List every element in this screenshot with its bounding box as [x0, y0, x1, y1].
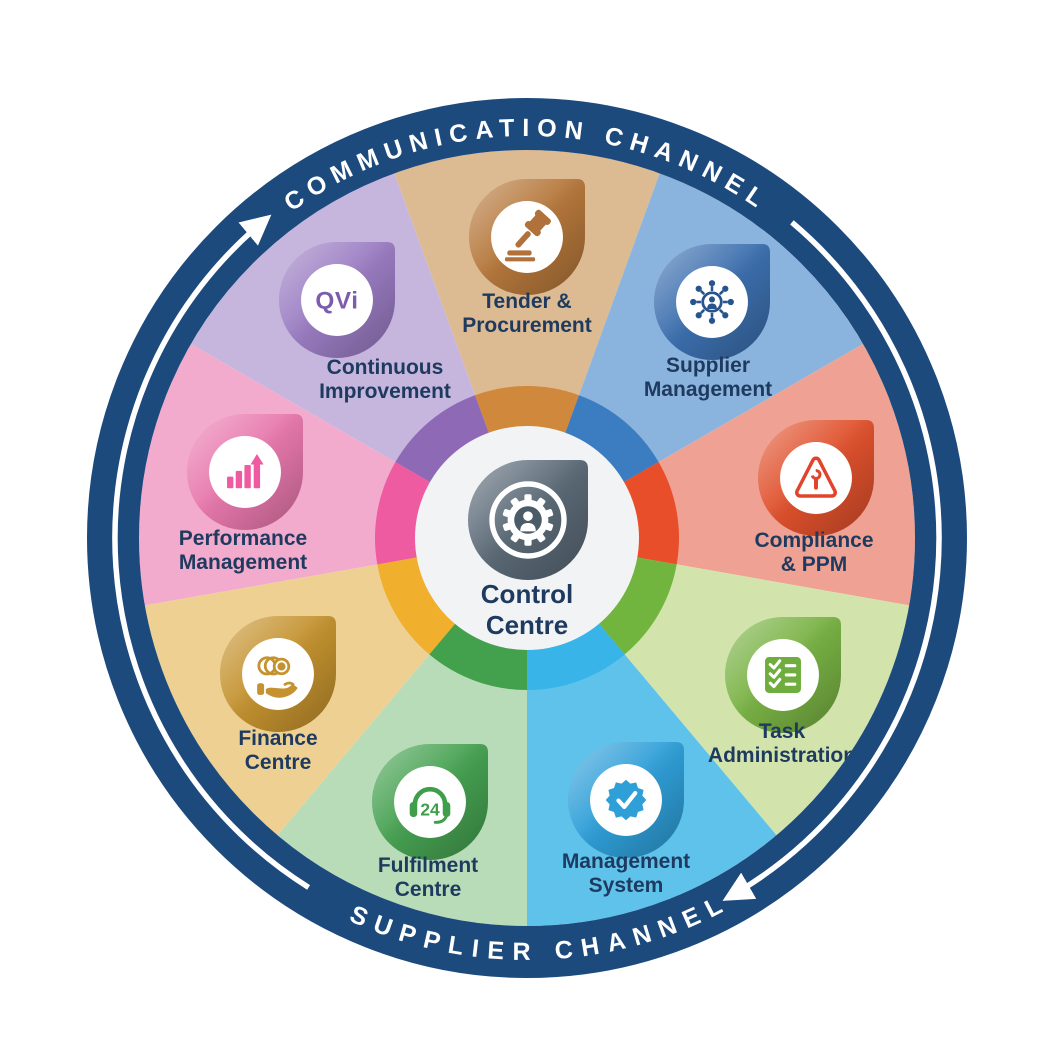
- label-compliance-line2: & PPM: [781, 553, 848, 576]
- certified-badge-icon: [605, 779, 647, 821]
- segment-labels: Tender & Procurement Supplier Management…: [179, 290, 874, 901]
- droplet-tender-procurement: [469, 179, 585, 295]
- qvi-logo: QVi: [315, 288, 358, 315]
- label-continuous-line2: Improvement: [319, 380, 451, 403]
- label-finance-line1: Finance: [238, 727, 317, 750]
- network-icon: [690, 280, 734, 324]
- gear-person-icon: [489, 481, 567, 559]
- headset-24-badge: 24: [420, 799, 440, 819]
- flow-arrow-right-clockwise-icon: [722, 220, 942, 901]
- label-supplier-line1: Supplier: [666, 354, 750, 377]
- growth-chart-icon: [227, 454, 264, 489]
- droplet-task-administration: [725, 617, 841, 733]
- label-compliance-line1: Compliance: [754, 529, 873, 552]
- droplet-supplier-management: [654, 244, 770, 360]
- label-supplier-line2: Management: [644, 378, 772, 401]
- droplet-management-system: [568, 742, 684, 858]
- label-management-line2: System: [589, 874, 664, 897]
- centre-label: Control Centre: [481, 579, 573, 640]
- droplet-continuous-improvement: QVi: [279, 242, 395, 358]
- droplet-performance-management: [187, 414, 303, 530]
- label-finance-line2: Centre: [245, 751, 312, 774]
- label-continuous-line1: Continuous: [327, 356, 444, 379]
- segment-wedge-tender-procurement: [394, 149, 660, 539]
- headset-24-icon: 24: [409, 787, 451, 824]
- gavel-icon: [504, 209, 551, 262]
- label-task-line2: Administration: [708, 744, 856, 767]
- label-management-line1: Management: [562, 850, 690, 873]
- coins-hand-icon: [257, 656, 298, 698]
- droplet-control-centre: [468, 460, 588, 580]
- warning-wrench-icon: [795, 456, 837, 498]
- droplet-compliance-ppm: [758, 420, 874, 536]
- label-performance-line2: Management: [179, 551, 307, 574]
- label-task-line1: Task: [759, 720, 806, 743]
- flow-arrow-left-clockwise-icon: [112, 214, 311, 890]
- checklist-icon: [765, 657, 801, 693]
- centre-label-line2: Centre: [486, 610, 568, 640]
- centre-label-line1: Control: [481, 579, 573, 609]
- label-tender-line2: Procurement: [462, 314, 592, 337]
- droplet-finance-centre: [220, 616, 336, 732]
- label-fulfilment-line2: Centre: [395, 878, 462, 901]
- label-performance-line1: Performance: [179, 527, 307, 550]
- label-fulfilment-line1: Fulfilment: [378, 854, 478, 877]
- droplet-fulfilment-centre: 24: [372, 744, 488, 860]
- svg-text:QVi: QVi: [315, 288, 358, 315]
- label-tender-line1: Tender &: [482, 290, 571, 313]
